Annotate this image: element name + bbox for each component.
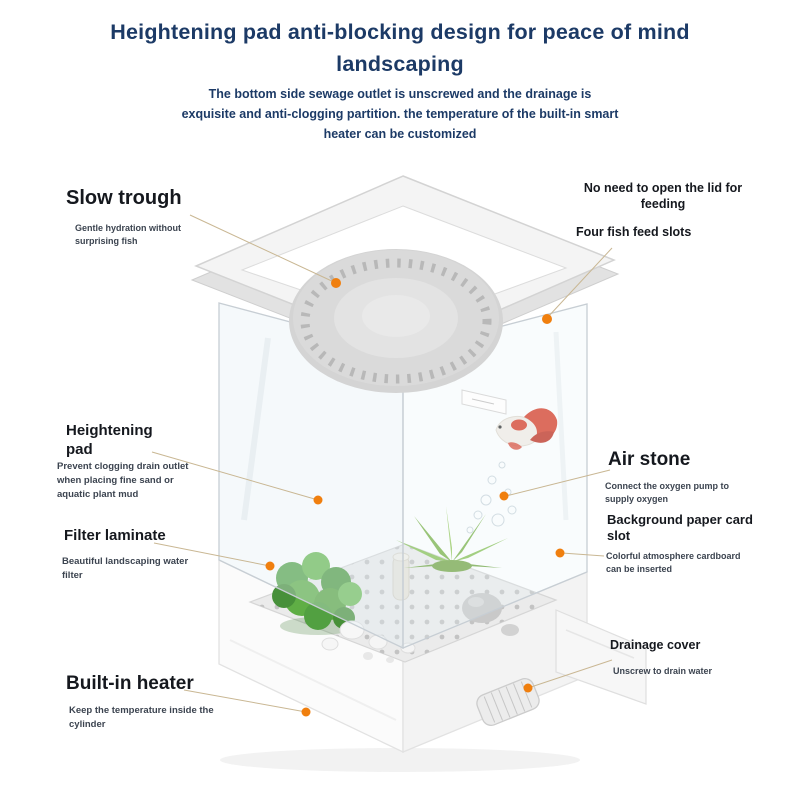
feeding-disc <box>289 249 503 393</box>
desc-drainage-cover: Unscrew to drain water <box>613 666 713 676</box>
label-slow-trough: Slow trough <box>66 187 182 209</box>
dot-slow-trough <box>331 278 341 288</box>
glass-tank <box>218 302 588 650</box>
dot-air-stone <box>499 491 509 501</box>
dot-filter-laminate <box>265 561 275 571</box>
leader-air-stone <box>505 469 611 497</box>
page-title-line2: landscaping <box>336 52 464 77</box>
page-title-line1: Heightening pad anti-blocking design for… <box>110 20 690 44</box>
drain-knob <box>476 677 540 727</box>
leader-drainage-cover <box>527 659 613 689</box>
desc-air-stone: Connect the oxygen pump to supply oxygen <box>605 481 730 505</box>
label-filter-laminate: Filter laminate <box>64 527 166 544</box>
desc-heightening-pad: Prevent clogging drain outlet when placi… <box>57 461 189 500</box>
page-subtitle: The bottom side sewage outlet is unscrew… <box>181 87 619 141</box>
spiky-plant <box>396 506 508 572</box>
label-background-slot: Background paper card slot <box>607 512 753 544</box>
label-built-in-heater: Built-in heater <box>66 673 194 694</box>
dot-built-in-heater <box>301 707 311 717</box>
drainage-assembly <box>476 609 647 727</box>
feed-window <box>461 389 507 415</box>
stones <box>321 593 519 663</box>
desc-slow-trough: Gentle hydration without surprising fish <box>75 223 181 247</box>
fish <box>495 408 558 450</box>
desc-built-in-heater: Keep the temperature inside the cylinder <box>69 705 214 730</box>
tube-decoration <box>392 552 410 601</box>
leader-filter-laminate <box>153 542 271 567</box>
leader-feeding <box>546 247 613 319</box>
label-heightening-pad: Heightening pad <box>66 422 153 458</box>
desc-filter-laminate: Beautiful landscaping water filter <box>62 556 189 581</box>
plants <box>272 506 508 635</box>
page-title: Heightening pad anti-blocking design for… <box>0 16 800 81</box>
label-air-stone: Air stone <box>608 449 691 470</box>
dot-drainage-cover <box>523 683 533 693</box>
desc-background-slot: Colorful atmosphere cardboard can be ins… <box>606 551 741 575</box>
leader-built-in-heater <box>183 689 307 713</box>
label-drainage-cover: Drainage cover <box>610 638 701 652</box>
leader-background-slot <box>561 552 605 557</box>
leader-heightening-pad <box>151 451 319 501</box>
label-feeding: No need to open the lid for feeding <box>583 181 743 211</box>
dot-background-slot <box>555 548 565 558</box>
leader-slow-trough <box>189 214 337 284</box>
base-shadow <box>220 748 580 772</box>
leader-lines <box>151 214 613 717</box>
label-feed-slots: Four fish feed slots <box>576 225 692 239</box>
dot-heightening-pad <box>313 495 323 505</box>
dot-feeding <box>542 314 552 324</box>
